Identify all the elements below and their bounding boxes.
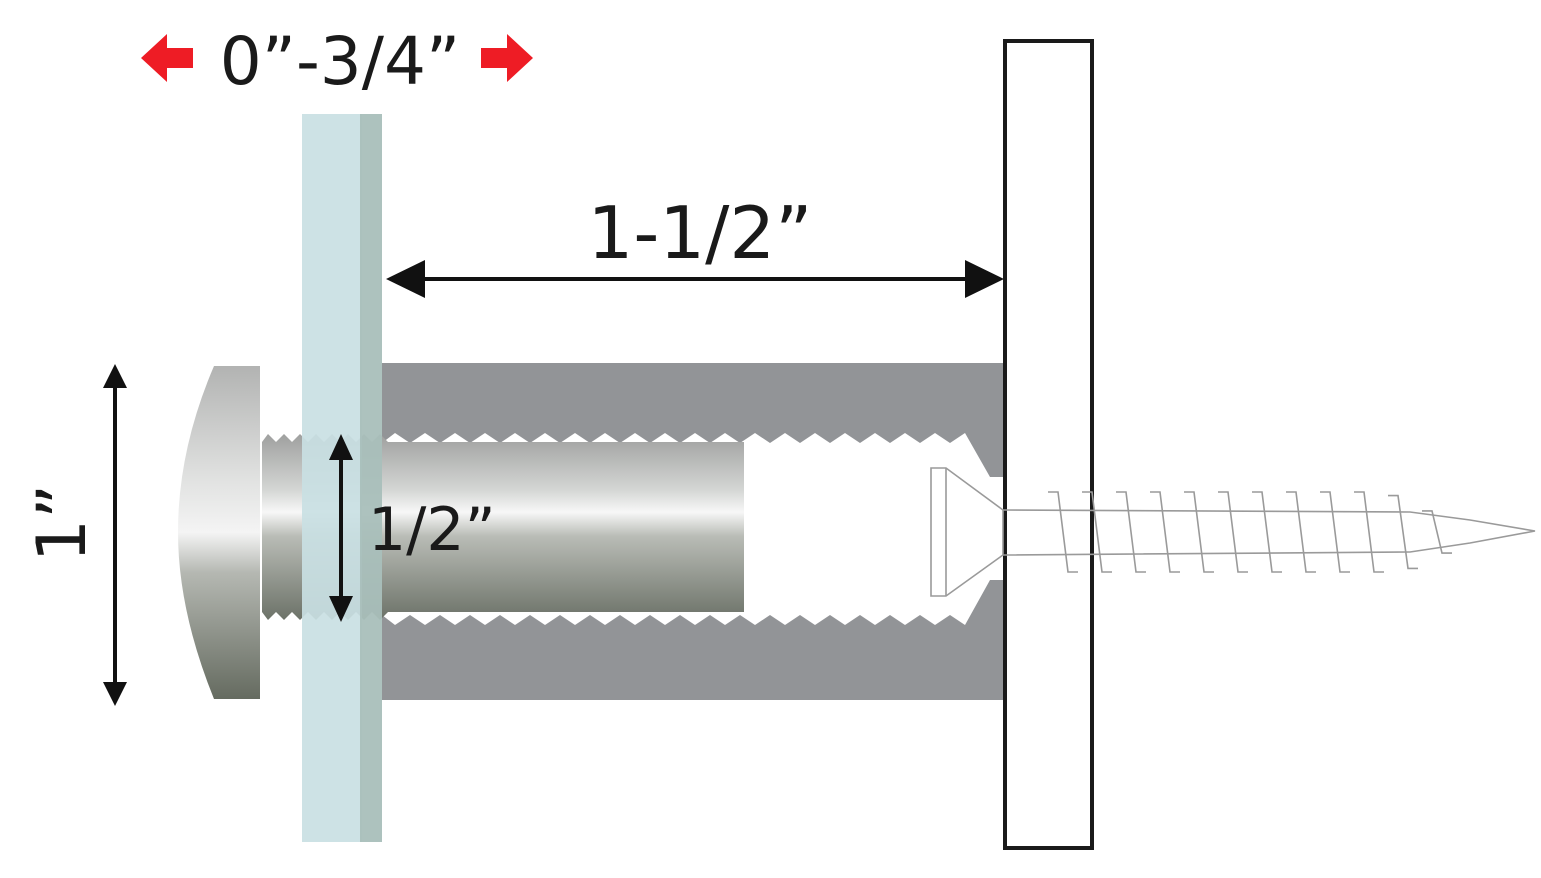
wall <box>1003 39 1094 850</box>
arrowhead-icon <box>329 434 353 460</box>
length-label: 1-1/2” <box>588 191 813 275</box>
screw-thread <box>1354 491 1384 573</box>
bolt-diameter-label: 1/2” <box>368 495 496 565</box>
arrowhead-icon <box>103 682 127 706</box>
arrowhead-icon <box>329 596 353 622</box>
screw-shank <box>1002 509 1536 556</box>
screw-thread <box>1422 510 1452 554</box>
arrowhead-icon <box>965 260 1004 298</box>
screw-head <box>930 467 1004 597</box>
head-diameter-label: 1” <box>23 484 102 563</box>
screw-threads <box>1048 491 1452 573</box>
red-arrow-icon <box>481 34 533 82</box>
standoff-cap <box>178 366 260 699</box>
screw-thread <box>1320 491 1350 573</box>
screw-thread <box>1286 491 1316 573</box>
standoff-barrel <box>382 363 1003 477</box>
screw-thread <box>1184 491 1214 573</box>
glass-panel-edge <box>360 114 382 842</box>
screw-thread <box>1116 491 1146 573</box>
screw-thread <box>1082 491 1112 573</box>
arrowhead-icon <box>386 260 425 298</box>
wood-screw <box>930 467 1536 597</box>
arrowhead-icon <box>103 364 127 388</box>
red-arrow-icon <box>141 34 193 82</box>
glass-panel <box>302 114 362 842</box>
screw-thread <box>1218 491 1248 573</box>
screw-thread <box>1150 491 1180 573</box>
screw-thread <box>1048 491 1078 573</box>
screw-thread <box>1388 494 1418 570</box>
standoff-barrel-lower <box>382 580 1003 700</box>
screw-thread <box>1252 491 1282 573</box>
threaded-bolt <box>262 434 744 620</box>
glass-thickness-label: 0”-3/4” <box>220 23 460 100</box>
